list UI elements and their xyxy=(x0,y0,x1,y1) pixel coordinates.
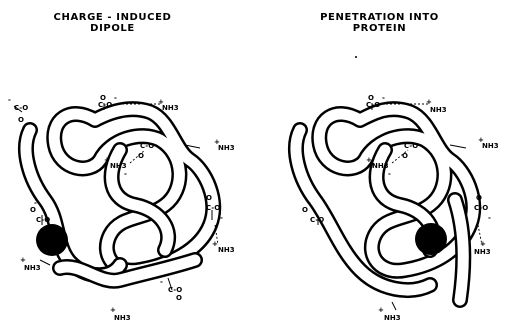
sign-label: + xyxy=(110,306,116,314)
sign-label: + xyxy=(480,240,486,248)
ammonium-label: NH3 xyxy=(114,314,131,322)
oxygen-label: O xyxy=(476,194,482,202)
oxygen-label: O xyxy=(176,294,182,302)
carboxylate-label: C-O xyxy=(140,142,154,150)
ammonium-label: NH3 xyxy=(474,248,491,256)
sign-label: + xyxy=(426,98,432,106)
protein-ribbon-right xyxy=(296,109,473,300)
carboxylate-label: C-O xyxy=(98,101,112,109)
sign-label: - xyxy=(308,199,311,207)
sign-label: - xyxy=(388,170,391,178)
sign-label: + xyxy=(20,256,26,264)
ammonium-label: NH3 xyxy=(430,106,447,114)
sign-label: - xyxy=(8,96,11,104)
ammonium-label: NH3 xyxy=(482,142,499,150)
carboxylate-label: C-O xyxy=(366,101,380,109)
charged-ion-left xyxy=(36,224,68,256)
oxygen-label: O xyxy=(206,194,212,202)
oxygen-label: O xyxy=(30,206,36,214)
oxygen-label: O xyxy=(302,206,308,214)
sign-label: - xyxy=(114,94,117,102)
sign-label: - xyxy=(160,278,163,286)
ammonium-label: NH3 xyxy=(24,264,41,272)
ammonium-label: NH3 xyxy=(218,246,235,254)
ammonium-label: NH3 xyxy=(384,314,401,322)
speck-dot xyxy=(355,56,357,58)
carboxylate-label: C-O xyxy=(206,204,220,212)
carboxylate-label: C-O xyxy=(36,216,50,224)
sign-label: - xyxy=(488,214,491,222)
oxygen-label: O xyxy=(402,152,408,160)
carboxylate-label: C-O xyxy=(168,286,182,294)
carboxylate-label: C-O xyxy=(14,104,28,112)
ammonium-label: NH3 xyxy=(372,162,389,170)
sign-label: - xyxy=(382,94,385,102)
carboxylate-label: C-O xyxy=(310,216,324,224)
sign-label: - xyxy=(124,170,127,178)
carboxylate-label: C-O xyxy=(404,142,418,150)
ammonium-label: NH3 xyxy=(218,144,235,152)
ammonium-label: NH3 xyxy=(162,104,179,112)
oxygen-label: O xyxy=(138,152,144,160)
carboxylate-label: C-O xyxy=(474,204,488,212)
charged-ion-right xyxy=(415,223,447,255)
ammonium-label: NH3 xyxy=(110,162,127,170)
sign-label: + xyxy=(378,306,384,314)
oxygen-label: O xyxy=(18,116,24,124)
sign-label: - xyxy=(220,214,223,222)
